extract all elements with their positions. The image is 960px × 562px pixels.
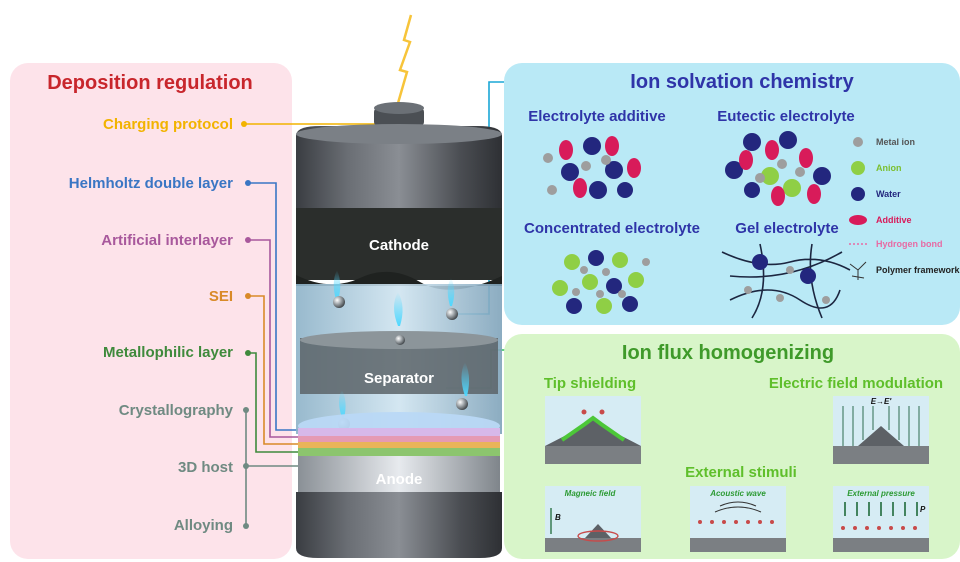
legend-hydrogen-bond: Hydrogen bond (876, 239, 943, 249)
label-3d-host: 3D host (178, 459, 233, 476)
anode-layer (298, 456, 500, 492)
tip-shielding-figure (545, 396, 641, 464)
label-artificial-interlayer: Artificial interlayer (101, 232, 233, 249)
sub-external-stimuli: External stimuli (685, 464, 797, 481)
ion-flames (333, 270, 470, 418)
pressure-label: External pressure (847, 489, 915, 498)
acoustic-label: Acoustic wave (709, 489, 766, 498)
sub-concentrated-electrolyte: Concentrated electrolyte (524, 220, 700, 237)
sub-electrolyte-additive: Electrolyte additive (528, 108, 666, 125)
p-symbol: P (920, 505, 926, 514)
label-charging-protocol: Charging protocol (103, 116, 233, 133)
solvation-panel-title: Ion solvation chemistry (630, 71, 854, 93)
separator-label: Separator (364, 370, 434, 387)
label-crystallography: Crystallography (119, 402, 234, 419)
sub-electric-field: Electric field modulation (769, 375, 943, 392)
electric-field-figure: E→E' (833, 396, 929, 464)
left-panel-bg (10, 63, 292, 559)
acoustic-wave-figure: Acoustic wave (690, 486, 786, 552)
legend-metal-ion: Metal ion (876, 137, 915, 147)
legend-additive: Additive (876, 215, 912, 225)
label-helmholtz: Helmholtz double layer (69, 175, 233, 192)
label-sei: SEI (209, 288, 233, 305)
left-panel-title: Deposition regulation (47, 72, 253, 94)
legend-anion: Anion (876, 163, 902, 173)
solvation-legend: Metal ion Anion Water Additive Hydrogen … (849, 137, 960, 280)
anode-label: Anode (376, 471, 423, 488)
magnetic-label: Magneic field (565, 489, 617, 498)
sub-gel-electrolyte: Gel electrolyte (735, 220, 838, 237)
cathode-label: Cathode (369, 237, 429, 254)
lightning-icon (394, 14, 413, 111)
label-metallophilic: Metallophilic layer (103, 344, 233, 361)
sub-eutectic-electrolyte: Eutectic electrolyte (717, 108, 855, 125)
concentrated-cluster (552, 250, 650, 314)
gel-network (721, 243, 851, 319)
additive-cluster (543, 136, 641, 199)
b-symbol: B (555, 513, 561, 522)
legend-polymer-framework: Polymer framework (876, 265, 960, 275)
battery: Cathode Separator Anode (296, 14, 502, 558)
e-field-symbol: E→E' (871, 397, 893, 406)
cathode-layer (296, 208, 502, 280)
sub-tip-shielding: Tip shielding (544, 375, 636, 392)
left-items: Charging protocol Helmholtz double layer… (69, 116, 234, 534)
external-pressure-figure: External pressure P (833, 486, 929, 552)
label-alloying: Alloying (174, 517, 233, 534)
eutectic-cluster (725, 131, 831, 206)
legend-water: Water (876, 189, 901, 199)
flux-panel-title: Ion flux homogenizing (622, 342, 834, 364)
magnetic-field-figure: Magneic field B (545, 486, 641, 552)
